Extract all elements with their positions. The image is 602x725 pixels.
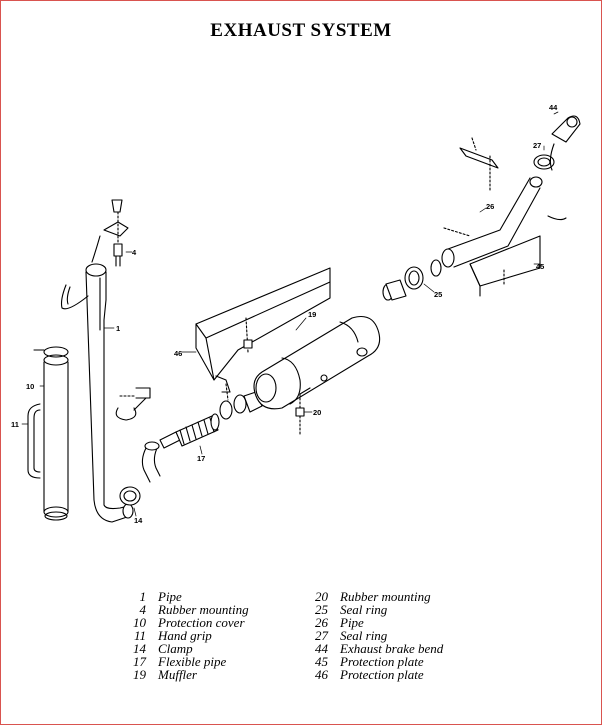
callout-19: 19 — [308, 310, 316, 319]
protection-cover-10 — [33, 346, 69, 521]
legend-row: 1 Pipe — [118, 590, 249, 603]
callout-11: 11 — [11, 420, 19, 429]
legend-number: 10 — [133, 615, 146, 630]
legend-number: 46 — [315, 667, 328, 682]
parts-legend-left: 1 Pipe 4 Rubber mounting 10 Protection cove… — [118, 590, 249, 681]
legend-label: Protection plate — [340, 667, 424, 682]
legend-label: Hand grip — [158, 628, 212, 643]
legend-label: Protection plate — [340, 654, 424, 669]
legend-label: Seal ring — [340, 628, 388, 643]
legend-number: 17 — [133, 654, 146, 669]
legend-label: Muffler — [158, 667, 197, 682]
legend-label: Protection cover — [158, 615, 245, 630]
legend-label: Pipe — [158, 589, 182, 604]
rubber-mounting-20 — [295, 374, 328, 437]
legend-number: 14 — [133, 641, 146, 656]
legend-number: 19 — [133, 667, 146, 682]
legend-row: 10 Protection cover — [118, 616, 249, 629]
legend-row: 27 Seal ring — [300, 629, 443, 642]
callout-20: 20 — [313, 408, 321, 417]
callout-27: 27 — [533, 141, 541, 150]
legend-row: 26 Pipe — [300, 616, 443, 629]
legend-row: 14 Clamp — [118, 642, 249, 655]
legend-label: Rubber mounting — [340, 589, 431, 604]
legend-row: 46 Protection plate — [300, 668, 443, 681]
legend-label: Clamp — [158, 641, 193, 656]
callout-4: 4 — [132, 248, 137, 257]
upper-bracket — [443, 137, 567, 237]
callout-45: 45 — [536, 262, 544, 271]
legend-label: Seal ring — [340, 602, 388, 617]
legend-number: 20 — [315, 589, 328, 604]
legend-number: 1 — [139, 589, 147, 604]
legend-number: 27 — [315, 628, 328, 643]
legend-number: 25 — [315, 602, 328, 617]
hand-grip-11 — [27, 403, 41, 479]
seal-ring-27 — [533, 154, 555, 170]
exhaust-brake-bend-44 — [549, 115, 581, 171]
flexible-pipe-17 — [175, 413, 220, 447]
callout-46: 46 — [174, 349, 182, 358]
legend-number: 4 — [139, 602, 147, 617]
legend-number: 44 — [315, 641, 328, 656]
legend-number: 11 — [133, 628, 146, 643]
exhaust-diagram: 1 4 10 11 14 17 19 20 25 26 27 44 45 46 — [11, 103, 581, 525]
callout-26: 26 — [486, 202, 494, 211]
legend-row: 4 Rubber mounting — [118, 603, 249, 616]
callout-1: 1 — [116, 324, 120, 333]
callout-14: 14 — [134, 516, 143, 525]
callout-25: 25 — [434, 290, 442, 299]
legend-row: 44 Exhaust brake bend — [300, 642, 443, 655]
legend-label: Exhaust brake bend — [340, 641, 444, 656]
callout-17: 17 — [197, 454, 205, 463]
legend-row: 25 Seal ring — [300, 603, 443, 616]
clamp-14 — [115, 387, 151, 506]
diagram-title: EXHAUST SYSTEM — [210, 20, 392, 41]
pipe-part-1 — [60, 221, 134, 523]
seal-ring-25 — [382, 259, 442, 301]
callout-10: 10 — [26, 382, 34, 391]
legend-row: 11 Hand grip — [118, 629, 249, 642]
pipe-part-26 — [441, 176, 543, 268]
leader-lines — [21, 111, 559, 517]
legend-number: 26 — [315, 615, 328, 630]
legend-row: 17 Flexible pipe — [118, 655, 249, 668]
legend-label: Pipe — [340, 615, 364, 630]
legend-row: 20 Rubber mounting — [300, 590, 443, 603]
muffler-19 — [253, 315, 381, 410]
callout-44: 44 — [549, 103, 558, 112]
protection-plate-46 — [195, 267, 331, 401]
rubber-mounting-4 — [111, 199, 123, 267]
protection-plate-45 — [469, 235, 541, 297]
legend-label: Rubber mounting — [158, 602, 249, 617]
elbow-pipe — [141, 431, 181, 483]
legend-label: Flexible pipe — [158, 654, 227, 669]
legend-row: 45 Protection plate — [300, 655, 443, 668]
legend-number: 45 — [315, 654, 328, 669]
legend-row: 19 Muffler — [118, 668, 249, 681]
